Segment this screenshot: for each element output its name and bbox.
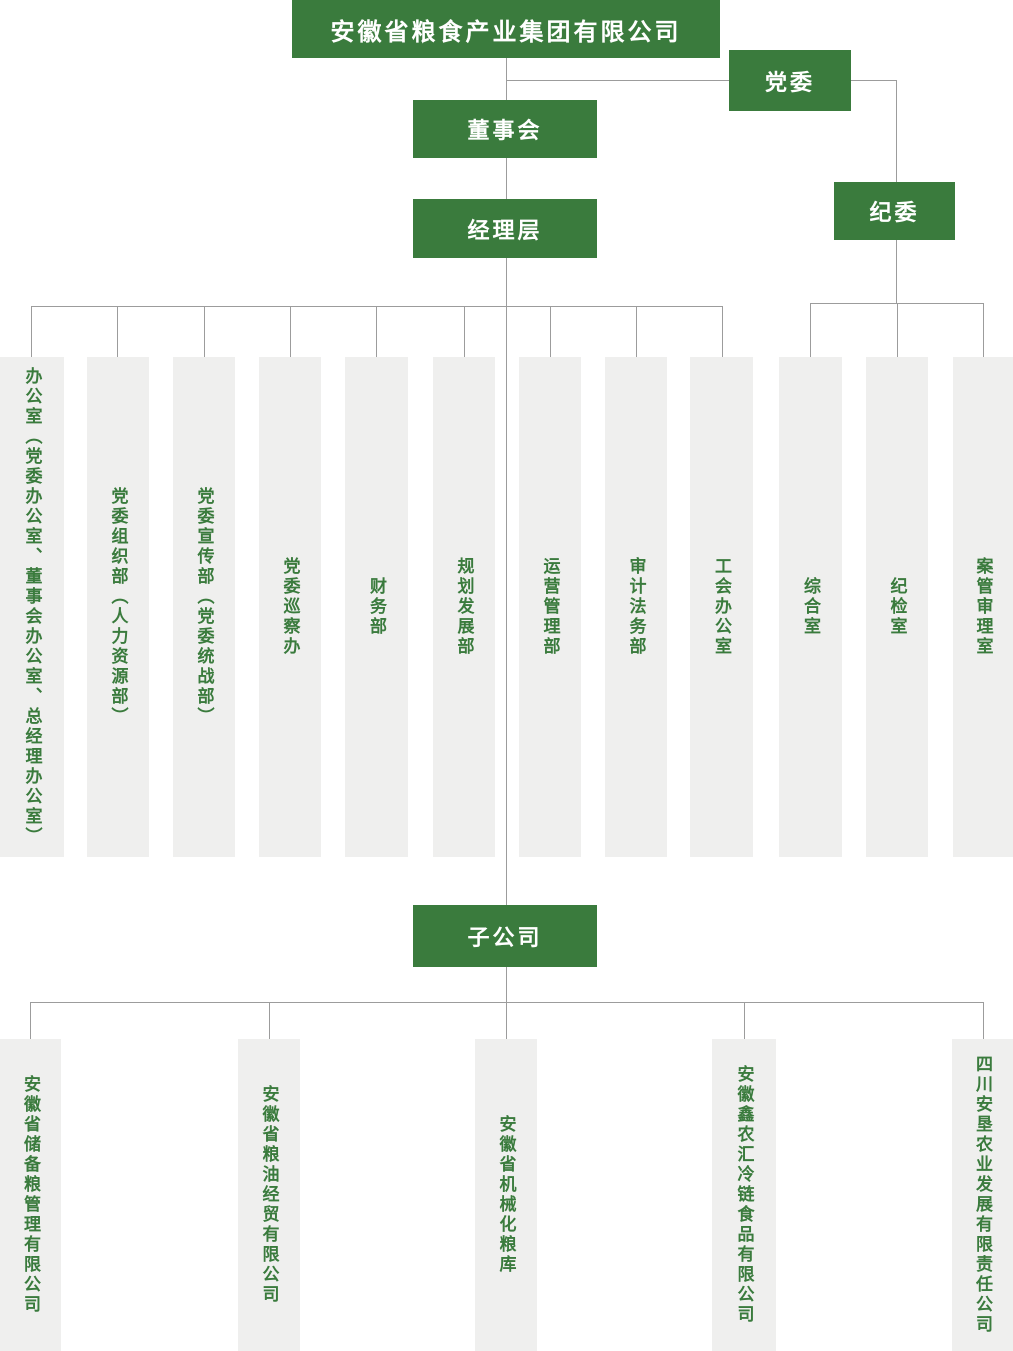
connector-line [31,306,32,357]
discipline-office-box-case-review: 案管审理室 [953,357,1013,857]
discipline-committee-box: 纪委 [834,182,955,240]
department-box-operations: 运营管理部 [519,357,581,857]
party-committee-box: 党委 [729,50,851,111]
management-box: 经理层 [413,199,597,258]
subsidiary-label: 安徽省储备粮管理有限公司 [21,1075,40,1315]
connector-line [269,1002,270,1039]
subsidiary-label: 四川安垦农业发展有限责任公司 [973,1055,992,1335]
connector-line [744,1002,745,1039]
connector-line [810,303,811,357]
subsidiary-box-reserve-grain: 安徽省储备粮管理有限公司 [0,1039,61,1351]
subsidiary-label: 安徽省粮油经贸有限公司 [259,1085,279,1305]
connector-line [722,306,723,357]
discipline-office-box-inspection: 纪检室 [866,357,928,857]
discipline-office-box-general: 综合室 [779,357,842,857]
department-box-inspection: 党委巡察办 [259,357,321,857]
subsidiary-box-mechanized-granary: 安徽省机械化粮库 [475,1039,537,1351]
discipline-office-label: 纪检室 [887,577,907,637]
subsidiary-box-sichuan-agriculture: 四川安垦农业发展有限责任公司 [952,1039,1013,1351]
connector-line [464,306,465,357]
root-company-box: 安徽省粮食产业集团有限公司 [292,0,720,58]
discipline-committee-label: 纪委 [869,200,920,225]
discipline-office-label: 综合室 [801,577,820,637]
discipline-office-label: 案管审理室 [973,557,993,657]
connector-line [506,258,507,905]
subsidiaries-header-box: 子公司 [413,905,597,967]
connector-line [506,58,507,100]
department-label: 财务部 [367,577,386,637]
connector-line [983,303,984,357]
connector-line [290,306,291,357]
party-committee-label: 党委 [764,69,815,95]
department-box-organization: 党委组织部（人力资源部） [87,357,149,857]
connector-line [896,80,897,182]
management-label: 经理层 [467,217,543,243]
department-label: 审计法务部 [626,557,646,657]
connector-line [506,1002,507,1039]
department-box-office: 办公室（党委办公室、董事会办公室、总经理办公室） [0,357,64,857]
department-label: 规划发展部 [454,557,474,657]
connector-line [117,306,118,357]
connector-line [896,240,897,303]
subsidiary-label: 安徽鑫农汇冷链食品有限公司 [734,1065,754,1325]
department-label: 办公室（党委办公室、董事会办公室、总经理办公室） [22,367,42,847]
department-label: 党委巡察办 [280,557,300,657]
root-company-label: 安徽省粮食产业集团有限公司 [330,18,682,46]
connector-line [983,1002,984,1039]
department-label: 运营管理部 [540,557,560,657]
department-box-planning: 规划发展部 [433,357,495,857]
department-label: 党委宣传部（党委统战部） [194,487,214,727]
connector-line [204,306,205,357]
connector-line [851,80,896,81]
department-box-audit-legal: 审计法务部 [605,357,667,857]
subsidiary-label: 安徽省机械化粮库 [496,1115,516,1275]
connector-line [636,306,637,357]
connector-line [506,158,507,199]
connector-line [506,80,729,81]
connector-line [550,306,551,357]
department-box-propaganda: 党委宣传部（党委统战部） [173,357,235,857]
connector-line [30,1002,31,1039]
connector-line [897,303,898,357]
subsidiary-box-cold-chain-food: 安徽鑫农汇冷链食品有限公司 [712,1039,776,1351]
department-label: 党委组织部（人力资源部） [108,487,128,727]
department-label: 工会办公室 [712,557,731,657]
connector-line [506,967,507,1002]
connector-line [810,303,983,304]
board-label: 董事会 [467,118,543,143]
department-box-finance: 财务部 [345,357,408,857]
board-box: 董事会 [413,100,597,158]
connector-line [376,306,377,357]
subsidiary-box-grain-oil-trade: 安徽省粮油经贸有限公司 [238,1039,300,1351]
subsidiaries-header-label: 子公司 [467,925,543,950]
department-box-union-office: 工会办公室 [690,357,753,857]
